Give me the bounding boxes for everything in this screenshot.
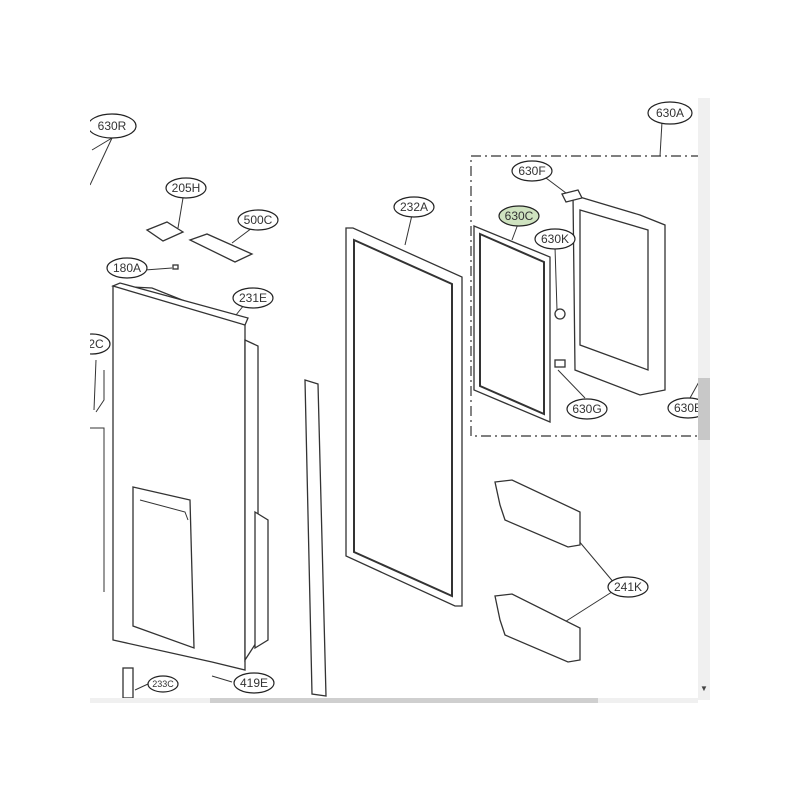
svg-text:232A: 232A: [400, 200, 428, 214]
part-door-trim: [304, 379, 327, 697]
assembly-630A-boundary: [470, 155, 710, 437]
label-232C-partial[interactable]: 2C: [90, 333, 111, 355]
diagram-viewport: 630R 205H 500C 180A 231E 2C 232A 630A 63…: [90, 98, 710, 698]
svg-text:180A: 180A: [113, 261, 141, 275]
partial-outline: [90, 427, 105, 592]
svg-text:630G: 630G: [572, 402, 601, 416]
label-205H[interactable]: 205H: [165, 177, 207, 199]
label-630A[interactable]: 630A: [647, 101, 693, 125]
part-205H: [145, 221, 185, 242]
label-630C-highlighted[interactable]: 630C: [498, 205, 540, 227]
partial-outline-2: [95, 370, 105, 413]
svg-text:2C: 2C: [90, 337, 104, 351]
part-630K: [554, 308, 566, 320]
part-231E-door: [111, 282, 269, 671]
label-232A[interactable]: 232A: [393, 196, 435, 218]
part-233C: [122, 667, 134, 698]
label-233C[interactable]: 233C: [147, 675, 179, 693]
label-231E[interactable]: 231E: [232, 287, 274, 309]
part-630G: [554, 359, 566, 368]
label-419E[interactable]: 419E: [233, 672, 275, 694]
svg-text:630F: 630F: [518, 164, 545, 178]
svg-text:241K: 241K: [614, 580, 642, 594]
part-232A-gasket: [345, 227, 463, 607]
exploded-parts-diagram: 630R 205H 500C 180A 231E 2C 232A 630A 63…: [90, 101, 710, 698]
label-630R[interactable]: 630R: [90, 113, 137, 139]
svg-text:630K: 630K: [541, 232, 569, 246]
svg-text:630R: 630R: [98, 119, 127, 133]
svg-text:233C: 233C: [152, 679, 174, 689]
svg-text:205H: 205H: [172, 181, 201, 195]
scroll-down-arrow-icon[interactable]: ▼: [700, 684, 708, 693]
label-241K[interactable]: 241K: [607, 576, 649, 598]
horizontal-scrollbar[interactable]: [90, 698, 698, 703]
vertical-scrollbar[interactable]: [698, 98, 710, 700]
part-500C: [188, 233, 254, 263]
horizontal-scrollbar-thumb[interactable]: [210, 698, 598, 703]
part-180A: [172, 264, 179, 270]
part-630C-gasket: [473, 225, 551, 423]
svg-text:630E: 630E: [674, 401, 702, 415]
svg-text:419E: 419E: [240, 676, 268, 690]
label-180A[interactable]: 180A: [106, 257, 148, 279]
label-500C[interactable]: 500C: [237, 209, 279, 231]
part-630-frame: [561, 189, 666, 396]
svg-text:630C: 630C: [505, 209, 534, 223]
vertical-scrollbar-thumb[interactable]: [698, 378, 710, 440]
svg-text:231E: 231E: [239, 291, 267, 305]
label-630F[interactable]: 630F: [511, 160, 553, 182]
svg-text:500C: 500C: [244, 213, 273, 227]
part-241K-bins: [494, 479, 581, 663]
label-630G[interactable]: 630G: [566, 398, 608, 420]
svg-text:630A: 630A: [656, 106, 684, 120]
label-630K[interactable]: 630K: [534, 228, 576, 250]
